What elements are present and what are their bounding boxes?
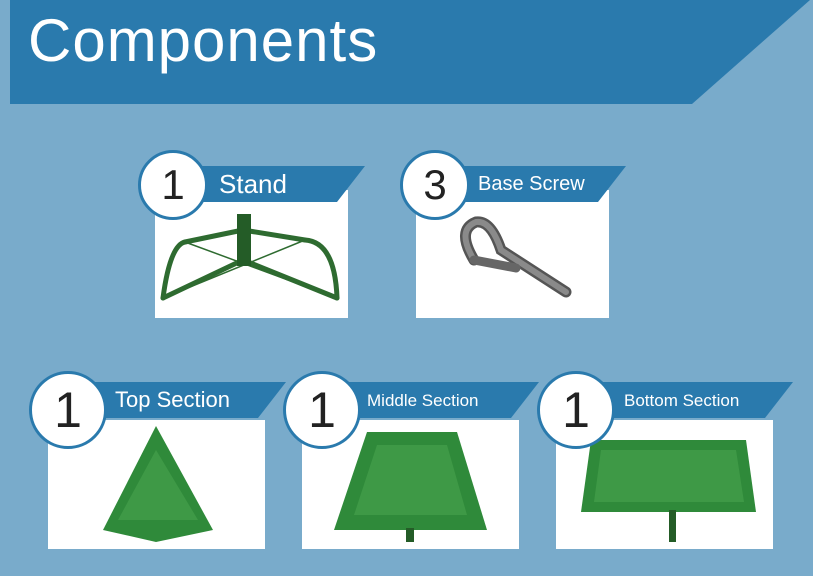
screw-count-badge: 3: [400, 150, 470, 220]
tree-top-icon: [103, 426, 213, 542]
tree-bottom-icon: [581, 440, 756, 542]
stand-count-badge: 1: [138, 150, 208, 220]
stand-image-box: [155, 190, 348, 318]
bottom-count-badge: 1: [537, 371, 615, 449]
top-label: Top Section: [115, 387, 230, 412]
screw-icon: [460, 216, 572, 298]
top-label-banner: Top Section: [90, 382, 286, 418]
middle-label: Middle Section: [367, 391, 479, 410]
tree-middle-icon: [334, 432, 487, 542]
top-count-badge: 1: [29, 371, 107, 449]
middle-label-banner: Middle Section: [344, 382, 539, 418]
screw-label: Base Screw: [478, 173, 585, 195]
page-title: Components: [28, 7, 379, 74]
title-banner: Components: [10, 0, 810, 104]
bottom-label: Bottom Section: [624, 391, 740, 410]
stand-label: Stand: [219, 169, 287, 199]
stand-icon: [160, 214, 340, 301]
title-banner-shape: [10, 0, 810, 104]
top-image-box: [48, 420, 265, 549]
middle-count-badge: 1: [283, 371, 361, 449]
stand-label-banner: Stand: [195, 166, 365, 202]
screw-label-banner: Base Screw: [458, 166, 626, 202]
bottom-label-banner: Bottom Section: [598, 382, 793, 418]
